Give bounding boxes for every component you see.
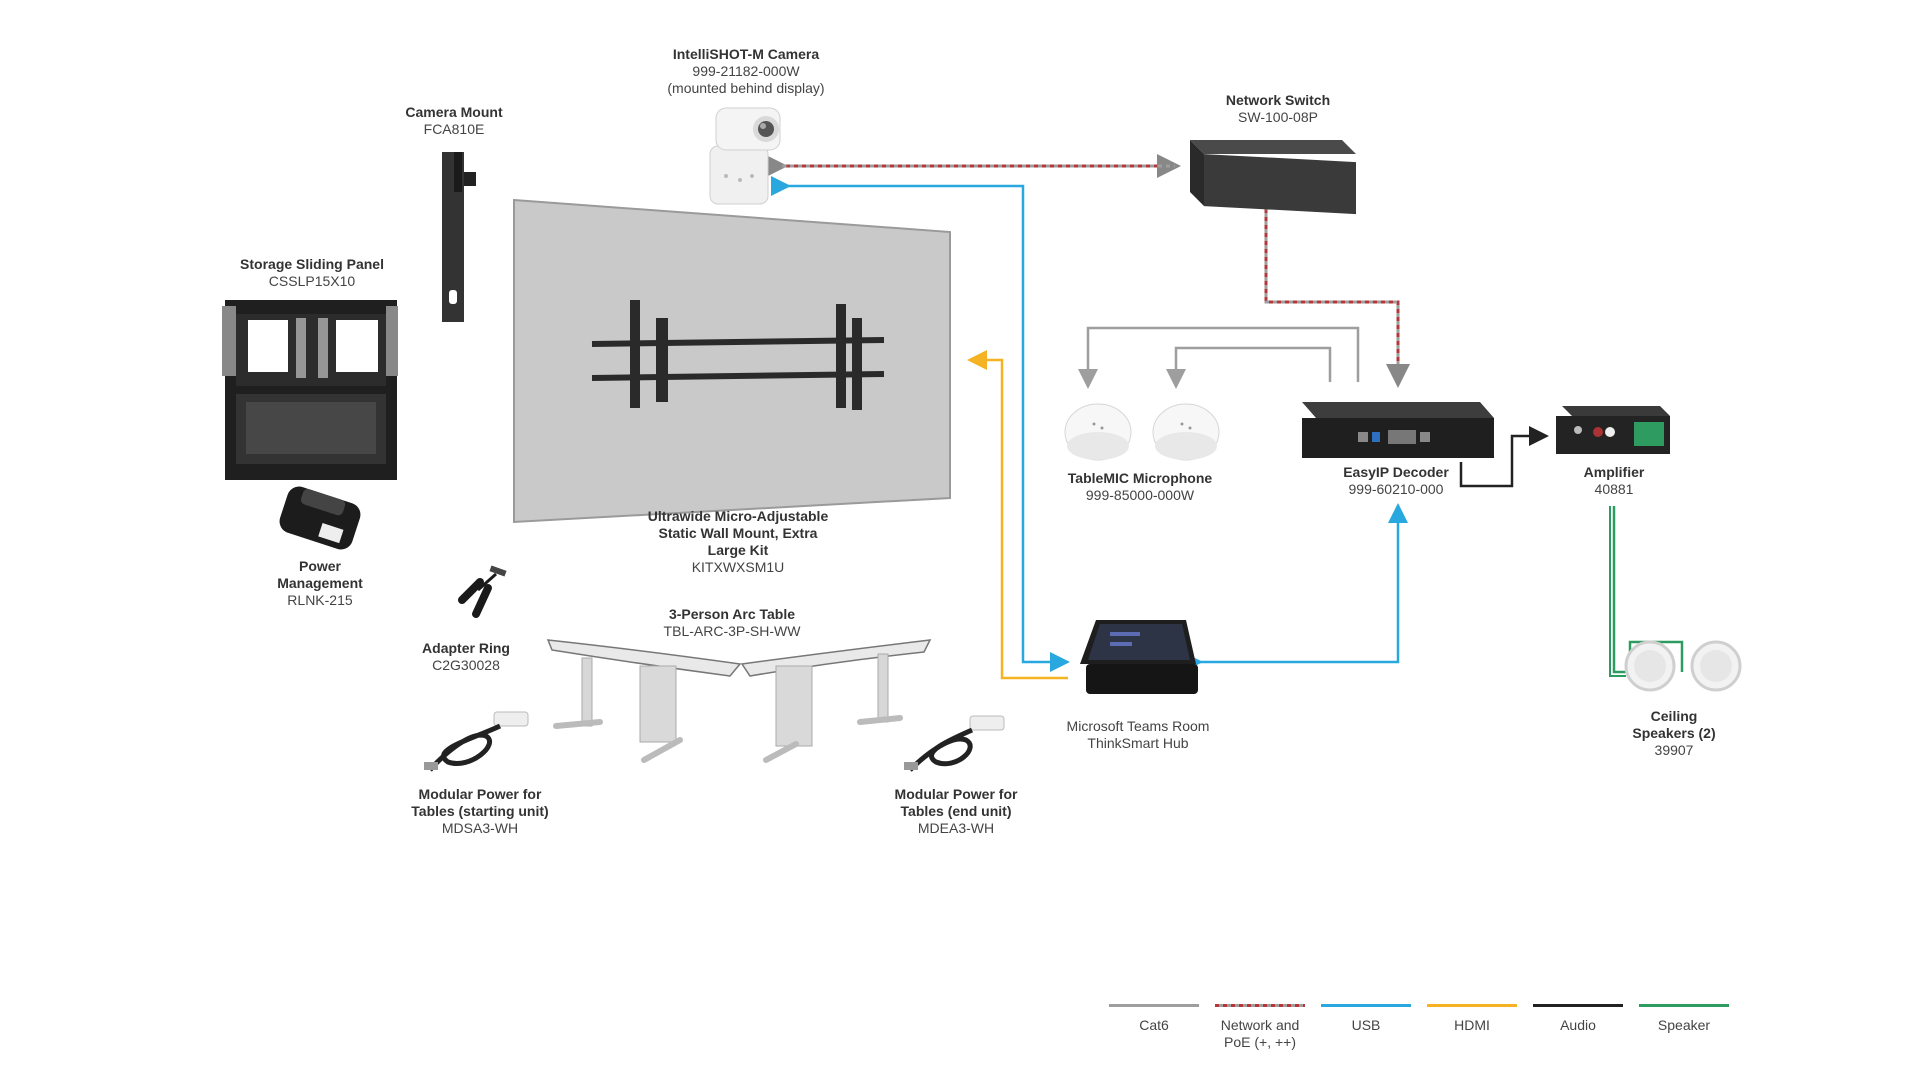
legend-item-usb: USB	[1321, 1004, 1411, 1034]
ceiling-speakers-image	[1624, 640, 1742, 692]
legend-swatch-audio	[1533, 1004, 1623, 1007]
ceiling-speakers-part: 39907	[1654, 742, 1694, 758]
storage-panel-label: Storage Sliding Panel CSSLP15X10	[240, 256, 384, 290]
legend-label-network-poe-2: PoE (+, ++)	[1224, 1034, 1296, 1050]
power-management-part: RLNK-215	[287, 592, 353, 608]
teams-hub-image	[1080, 620, 1198, 694]
wall-mount-part: KITXWXSM1U	[691, 559, 785, 575]
modular-power-end-name-2: Tables (end unit)	[900, 803, 1012, 819]
legend-item-audio: Audio	[1533, 1004, 1623, 1034]
usb-cable-hub-decoder	[1183, 503, 1408, 672]
network-switch-image	[1190, 140, 1356, 215]
adapter-ring-image	[458, 565, 507, 618]
ceiling-speakers-name-2: Speakers (2)	[1632, 725, 1716, 741]
display-wall-mount-image	[513, 198, 951, 524]
legend-swatch-speaker	[1639, 1004, 1729, 1007]
camera-mount-part: FCA810E	[423, 121, 485, 137]
network-switch-part: SW-100-08P	[1238, 109, 1318, 125]
speaker-cable-amp-speakers-2	[1609, 506, 1626, 677]
modular-power-start-part: MDSA3-WH	[441, 820, 519, 836]
legend-label-network-poe-1: Network and	[1220, 1017, 1300, 1033]
intellishot-camera-image	[709, 107, 781, 205]
modular-power-start-image	[424, 711, 529, 772]
adapter-ring-label: Adapter Ring C2G30028	[422, 640, 510, 674]
legend-label-speaker: Speaker	[1657, 1017, 1711, 1033]
network-switch-name: Network Switch	[1225, 92, 1331, 108]
modular-power-start-name-2: Tables (starting unit)	[411, 803, 549, 819]
legend-label-hdmi: HDMI	[1454, 1017, 1490, 1033]
tablemic-image	[1064, 403, 1220, 461]
legend-label-cat6: Cat6	[1139, 1017, 1169, 1033]
legend-swatch-usb	[1321, 1004, 1411, 1007]
cat6-cable-mic2	[1166, 346, 1332, 389]
tablemic-part: 999-85000-000W	[1085, 487, 1195, 503]
power-management-label: Power Management RLNK-215	[277, 558, 363, 609]
camera-mount-image	[442, 152, 476, 322]
adapter-ring-name: Adapter Ring	[422, 640, 510, 656]
camera-mount-name: Camera Mount	[405, 104, 503, 120]
storage-panel-part: CSSLP15X10	[268, 273, 356, 289]
arc-table-part: TBL-ARC-3P-SH-WW	[663, 623, 801, 639]
ceiling-speakers-label: Ceiling Speakers (2) 39907	[1632, 708, 1715, 759]
wall-mount-label: Ultrawide Micro-Adjustable Static Wall M…	[648, 508, 828, 576]
amplifier-name: Amplifier	[1583, 464, 1645, 480]
usb-cable-camera-hub	[771, 176, 1070, 672]
legend-swatch-network-poe	[1215, 1004, 1305, 1007]
modular-power-end-label: Modular Power for Tables (end unit) MDEA…	[895, 786, 1018, 837]
legend-label-usb: USB	[1351, 1017, 1381, 1033]
power-management-name-2: Management	[277, 575, 363, 591]
camera-label: IntelliSHOT-M Camera 999-21182-000W (mou…	[667, 46, 824, 97]
teams-hub-name-2: ThinkSmart Hub	[1087, 735, 1189, 751]
modular-power-end-name-1: Modular Power for	[894, 786, 1018, 802]
arc-table-image	[546, 639, 932, 763]
tablemic-label: TableMIC Microphone 999-85000-000W	[1068, 470, 1212, 504]
storage-panel-name: Storage Sliding Panel	[240, 256, 384, 272]
amplifier-part: 40881	[1594, 481, 1634, 497]
legend-label-audio: Audio	[1560, 1017, 1596, 1033]
wall-mount-name-3: Large Kit	[707, 542, 769, 558]
camera-mount-label: Camera Mount FCA810E	[405, 104, 502, 138]
modular-power-end-part: MDEA3-WH	[917, 820, 995, 836]
ceiling-speakers-name-1: Ceiling	[1650, 708, 1698, 724]
network-switch-label: Network Switch SW-100-08P	[1226, 92, 1330, 126]
wall-mount-name-1: Ultrawide Micro-Adjustable	[647, 508, 829, 524]
network-cable-switch-decoder	[1254, 187, 1410, 388]
easyip-decoder-image	[1302, 402, 1494, 458]
decoder-name: EasyIP Decoder	[1343, 464, 1449, 480]
storage-sliding-panel-image	[222, 300, 398, 480]
decoder-part: 999-60210-000	[1348, 481, 1444, 497]
camera-note: (mounted behind display)	[667, 80, 825, 96]
amplifier-label: Amplifier 40881	[1584, 464, 1645, 498]
amplifier-image	[1556, 406, 1670, 454]
modular-power-start-label: Modular Power for Tables (starting unit)…	[411, 786, 548, 837]
power-management-image	[279, 486, 361, 550]
teams-hub-label: Microsoft Teams Room ThinkSmart Hub	[1067, 718, 1210, 752]
cat6-cable-mic1	[1078, 326, 1360, 389]
camera-part: 999-21182-000W	[692, 63, 800, 79]
legend-swatch-cat6	[1109, 1004, 1199, 1007]
modular-power-start-name-1: Modular Power for	[418, 786, 542, 802]
decoder-label: EasyIP Decoder 999-60210-000	[1343, 464, 1449, 498]
legend-item-cat6: Cat6	[1109, 1004, 1199, 1034]
teams-hub-name-1: Microsoft Teams Room	[1066, 718, 1210, 734]
legend-swatch-hdmi	[1427, 1004, 1517, 1007]
adapter-ring-part: C2G30028	[432, 657, 500, 673]
power-management-name-1: Power	[298, 558, 342, 574]
camera-name: IntelliSHOT-M Camera	[672, 46, 820, 62]
audio-cable-decoder-amp	[1459, 426, 1549, 488]
hdmi-cable-hub-display	[967, 350, 1068, 680]
arc-table-label: 3-Person Arc Table TBL-ARC-3P-SH-WW	[664, 606, 801, 640]
legend-item-network-poe: Network and PoE (+, ++)	[1215, 1004, 1305, 1051]
wall-mount-name-2: Static Wall Mount, Extra	[658, 525, 818, 541]
legend-item-hdmi: HDMI	[1427, 1004, 1517, 1034]
arc-table-name: 3-Person Arc Table	[668, 606, 796, 622]
legend-item-speaker: Speaker	[1639, 1004, 1729, 1034]
tablemic-name: TableMIC Microphone	[1067, 470, 1213, 486]
modular-power-end-image	[904, 715, 1005, 772]
